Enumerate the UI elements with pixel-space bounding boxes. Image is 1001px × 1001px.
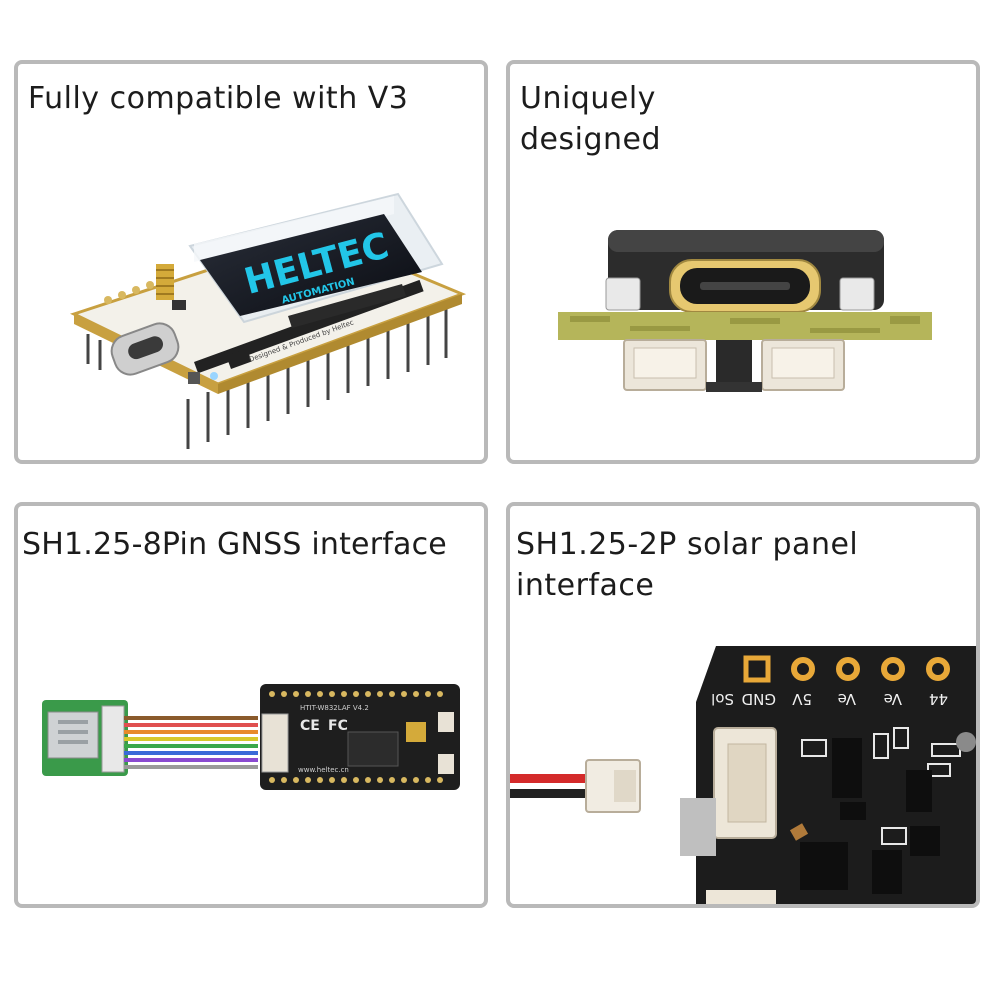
pin-label-ve-2: Ve [884,690,902,708]
product-image-usbc [558,230,932,392]
card-title: Uniquely designed [520,81,662,157]
card-gnss-interface: SH1.25-8Pin GNSS interface [14,502,488,908]
cert-fc: FC [328,718,348,734]
product-image-gnss: HTIT-W832LAF V4.2 CE FC www.heltec.cn [42,684,460,790]
card-title: SH1.25-2P solar panel interface [516,527,859,603]
card-solar-interface: SH1.25-2P solar panel interface Sol GND … [506,502,980,908]
pin-label-ve-1: Ve [838,690,856,708]
card-v3-compatible: Fully compatible with V3 [14,60,488,464]
product-image-solar: Sol GND 5V Ve Ve 44 [510,646,976,904]
pin-label-sol: Sol [711,690,734,708]
card-unique-design: Uniquely designed [506,60,980,464]
board-url-text: www.heltec.cn [298,766,349,774]
cert-ce: CE [300,718,320,734]
pin-label-5v: 5V [791,690,812,708]
pin-label-gnd: GND [742,690,776,708]
pin-label-44: 44 [929,690,948,708]
product-image-board: HELTEC AUTOMATION Designed & Produced by… [70,192,467,449]
card-title: Fully compatible with V3 [28,81,409,116]
board-model-text: HTIT-W832LAF V4.2 [300,704,369,712]
card-title: SH1.25-8Pin GNSS interface [22,527,447,562]
